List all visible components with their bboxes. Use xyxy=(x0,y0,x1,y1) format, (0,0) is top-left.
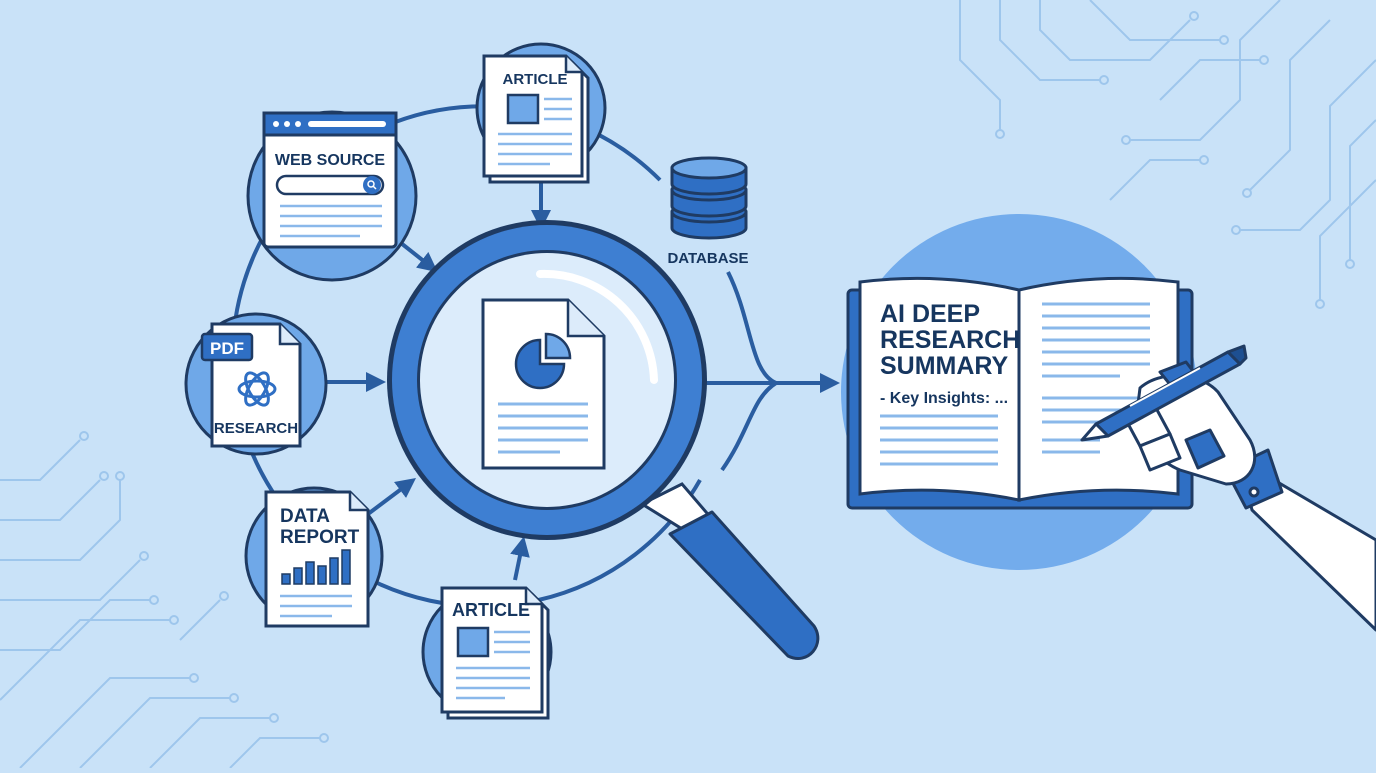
robot-hand-icon xyxy=(1080,344,1376,632)
search-icon xyxy=(363,176,381,194)
magnifying-glass-icon xyxy=(387,220,820,660)
research-label: RESEARCH xyxy=(214,420,298,437)
search-bar xyxy=(275,174,385,196)
arrow-lens-handle-to-summary xyxy=(720,381,778,472)
database-node: DATABASE xyxy=(667,156,749,267)
data-report-label-line1: DATA xyxy=(280,506,330,527)
article-top-label: ARTICLE xyxy=(503,71,568,88)
flow-arrows xyxy=(326,182,840,581)
article-bottom-label: ARTICLE xyxy=(452,600,530,620)
summary-title-line3: SUMMARY xyxy=(880,352,1009,380)
arrow-database-to-summary xyxy=(726,271,777,385)
openai-logo-icon xyxy=(237,371,277,407)
web-source-label: WEB SOURCE xyxy=(275,152,386,169)
database-label: DATABASE xyxy=(667,250,748,267)
database-icon xyxy=(670,156,748,240)
web-source-node: WEB SOURCE xyxy=(246,110,418,282)
pdf-tag-label: PDF xyxy=(210,339,244,358)
arrow-article-bottom-to-lens xyxy=(510,536,530,581)
summary-title-line1: AI DEEP xyxy=(880,300,980,328)
pdf-tag xyxy=(200,332,254,362)
pdf-research-node: PDF RESEARCH xyxy=(184,312,328,456)
circuit-pattern-bottom-left xyxy=(0,431,329,769)
circuit-pattern-top-right xyxy=(959,0,1376,309)
bar-chart-icon xyxy=(281,549,351,585)
summary-insights: - Key Insights: ... xyxy=(880,390,1008,407)
article-bottom-image-icon xyxy=(456,626,490,658)
arrow-report-to-lens xyxy=(366,478,416,516)
article-top-image-icon xyxy=(506,93,540,125)
data-report-label-line2: REPORT xyxy=(280,527,360,548)
article-bottom-node: ARTICLE xyxy=(421,586,553,720)
article-top-node: ARTICLE xyxy=(475,42,607,184)
summary-title-line2: RESEARCH xyxy=(880,326,1020,354)
data-report-node: DATA REPORT xyxy=(244,486,384,628)
pie-chart-icon xyxy=(514,332,572,390)
summary-book: AI DEEP RESEARCH SUMMARY - Key Insights:… xyxy=(841,214,1197,570)
